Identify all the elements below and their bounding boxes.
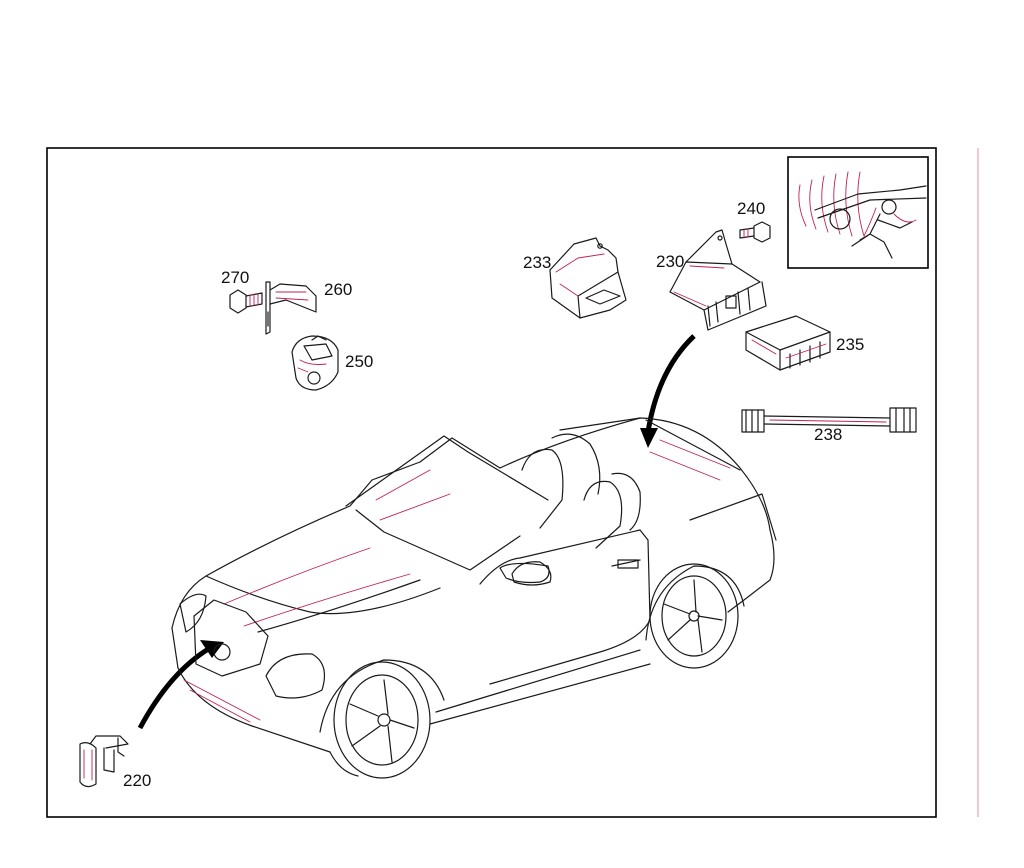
part-250-sensor[interactable] — [291, 335, 339, 391]
label-233: 233 — [523, 253, 551, 272]
part-233-bracket[interactable] — [549, 237, 627, 319]
label-250: 250 — [345, 352, 373, 371]
part-270-bolt[interactable] — [229, 289, 263, 314]
part-235-module[interactable] — [745, 315, 831, 371]
roadster-illustration — [171, 417, 777, 779]
arrow-to-front — [137, 640, 224, 730]
part-230-control-unit[interactable] — [669, 229, 767, 331]
label-230: 230 — [656, 252, 684, 271]
label-240: 240 — [737, 199, 765, 218]
label-235: 235 — [836, 335, 864, 354]
part-238-wiring-harness[interactable] — [741, 407, 917, 433]
alarm-inset — [787, 156, 929, 269]
label-238: 238 — [814, 425, 842, 444]
theft-alarm-intruder-icon — [798, 171, 927, 259]
label-270: 270 — [221, 268, 249, 287]
part-240-bolt[interactable] — [739, 221, 771, 243]
part-260-bracket[interactable] — [265, 281, 317, 335]
diagram-frame — [46, 147, 937, 818]
part-220-siren[interactable] — [79, 735, 129, 788]
label-220: 220 — [123, 771, 151, 790]
label-260: 260 — [324, 280, 352, 299]
